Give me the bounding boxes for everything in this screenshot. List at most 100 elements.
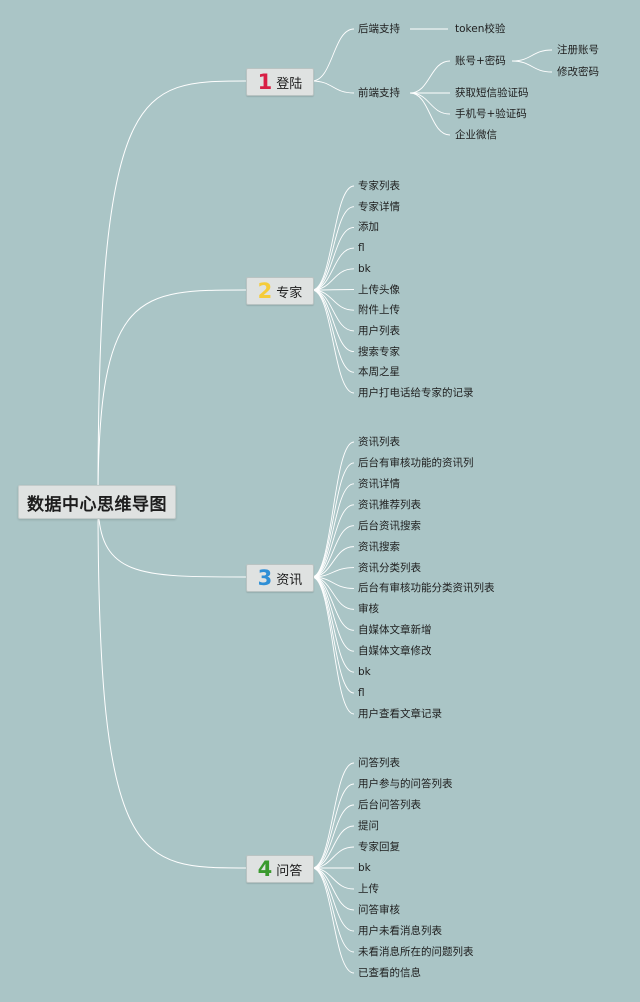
branch-3-item[interactable]: 后台有审核功能的资讯列 — [358, 456, 474, 469]
branch-3-link-1 — [311, 462, 355, 578]
login-subsubitem[interactable]: 修改密码 — [557, 66, 599, 78]
frontend-link-2 — [409, 92, 451, 115]
branch-4-link-10 — [311, 867, 355, 974]
branch-2-item[interactable]: 用户打电话给专家的记录 — [358, 387, 474, 399]
branch-3-item[interactable]: bk — [358, 666, 371, 679]
branch-3-item[interactable]: 后台有审核功能分类资讯列表 — [358, 582, 495, 595]
branch-2-link-4 — [311, 268, 355, 291]
branch-2-link-1 — [311, 206, 355, 291]
branch-2-link-0 — [311, 185, 355, 291]
branch-4-item[interactable]: 提问 — [358, 820, 379, 832]
branch-4-item[interactable]: 用户未看消息列表 — [358, 925, 442, 937]
login-subitem[interactable]: 获取短信验证码 — [455, 87, 529, 99]
branch-3-item[interactable]: 后台资讯搜索 — [358, 519, 421, 532]
login-item[interactable]: 前端支持 — [358, 87, 400, 99]
branch-4-link-1 — [311, 783, 355, 869]
branch-3-item[interactable]: 用户查看文章记录 — [358, 708, 442, 720]
branch-3-item[interactable]: fl — [358, 687, 365, 700]
branch-2-item[interactable]: 搜索专家 — [358, 345, 400, 358]
login-item[interactable]: 后端支持 — [358, 23, 400, 35]
login-subitem[interactable]: token校验 — [455, 23, 506, 35]
root-link-2 — [97, 289, 247, 502]
branch-label: 问答 — [276, 863, 303, 879]
branch-label: 资讯 — [276, 572, 303, 588]
login-subsubitem[interactable]: 注册账号 — [557, 44, 599, 56]
branch-number: 3 — [257, 565, 273, 590]
branch-2-link-3 — [311, 247, 355, 291]
branch-2-item[interactable]: 附件上传 — [358, 304, 400, 317]
root-node[interactable]: 数据中心思维导图 — [18, 485, 176, 519]
branch-2-item[interactable]: fl — [358, 242, 365, 255]
branch-4-link-9 — [311, 867, 355, 953]
login-subitem[interactable]: 账号+密码 — [455, 55, 506, 67]
frontend-link-0 — [409, 60, 451, 94]
branch-4-item[interactable]: 问答列表 — [358, 757, 400, 769]
branch-2-item[interactable]: bk — [358, 262, 371, 275]
branch-3-link-9 — [311, 576, 355, 631]
login-link-0 — [311, 28, 355, 82]
branch-4-link-7 — [311, 867, 355, 911]
branch-3-link-2 — [311, 483, 355, 578]
branch-3-link-4 — [311, 525, 355, 578]
branch-4-link-3 — [311, 825, 355, 869]
branch-label: 登陆 — [276, 76, 303, 92]
branch-4-link-4 — [311, 846, 355, 869]
branch-4-item[interactable]: 上传 — [358, 883, 379, 895]
branch-2-item[interactable]: 本周之星 — [358, 366, 400, 379]
account-link-0 — [511, 49, 553, 62]
branch-2-link-2 — [311, 226, 355, 291]
branch-4-link-2 — [311, 804, 355, 869]
branch-3-link-13 — [311, 576, 355, 715]
frontend-link-3 — [409, 92, 451, 136]
account-link-1 — [511, 60, 553, 73]
branch-label: 专家 — [276, 285, 303, 301]
branch-3-link-6 — [311, 567, 355, 578]
branch-4-item[interactable]: bk — [358, 862, 371, 874]
branch-2-item[interactable]: 专家列表 — [358, 180, 400, 192]
branch-3-item[interactable]: 资讯列表 — [358, 436, 400, 448]
branch-number: 4 — [257, 856, 273, 881]
branch-4-item[interactable]: 问答审核 — [358, 904, 400, 916]
branch-2-item[interactable]: 上传头像 — [358, 283, 400, 296]
branch-3-link-0 — [311, 441, 355, 578]
branch-3-link-12 — [311, 576, 355, 694]
branch-3-item[interactable]: 资讯推荐列表 — [358, 498, 421, 511]
branch-2-link-9 — [311, 289, 355, 373]
branch-3-item[interactable]: 审核 — [358, 603, 379, 616]
branch-2-link-5 — [311, 289, 355, 291]
root-link-1 — [97, 80, 247, 502]
branch-4-item[interactable]: 专家回复 — [358, 841, 400, 853]
branch-3-link-11 — [311, 576, 355, 673]
login-subitem[interactable]: 手机号+验证码 — [455, 108, 527, 120]
branch-2-link-7 — [311, 289, 355, 332]
branch-3-link-3 — [311, 504, 355, 578]
branch-3-item[interactable]: 资讯详情 — [358, 477, 400, 490]
root-label: 数据中心思维导图 — [27, 494, 167, 515]
branch-number: 2 — [257, 278, 273, 303]
branch-2-link-10 — [311, 289, 355, 394]
branch-4-item[interactable]: 已查看的信息 — [358, 967, 421, 979]
branch-4-item[interactable]: 用户参与的问答列表 — [358, 778, 453, 790]
branch-4-item[interactable]: 未看消息所在的问题列表 — [358, 946, 474, 958]
branch-3-item[interactable]: 自媒体文章修改 — [358, 645, 432, 658]
branch-3-item[interactable]: 资讯搜索 — [358, 540, 400, 553]
branch-2-item[interactable]: 添加 — [358, 221, 379, 234]
branch-3-link-5 — [311, 546, 355, 578]
branch-3-item[interactable]: 自媒体文章新增 — [358, 624, 432, 637]
root-link-4 — [97, 500, 247, 869]
root-link-3 — [97, 500, 247, 578]
branch-2-item[interactable]: 用户列表 — [358, 324, 400, 337]
branch-4-item[interactable]: 后台问答列表 — [358, 799, 421, 811]
branch-2-item[interactable]: 专家详情 — [358, 200, 400, 213]
branch-4-link-0 — [311, 762, 355, 869]
branch-number: 1 — [257, 69, 273, 94]
login-link-1 — [311, 80, 355, 94]
branch-3-item[interactable]: 资讯分类列表 — [358, 561, 421, 574]
login-subitem[interactable]: 企业微信 — [455, 129, 497, 141]
